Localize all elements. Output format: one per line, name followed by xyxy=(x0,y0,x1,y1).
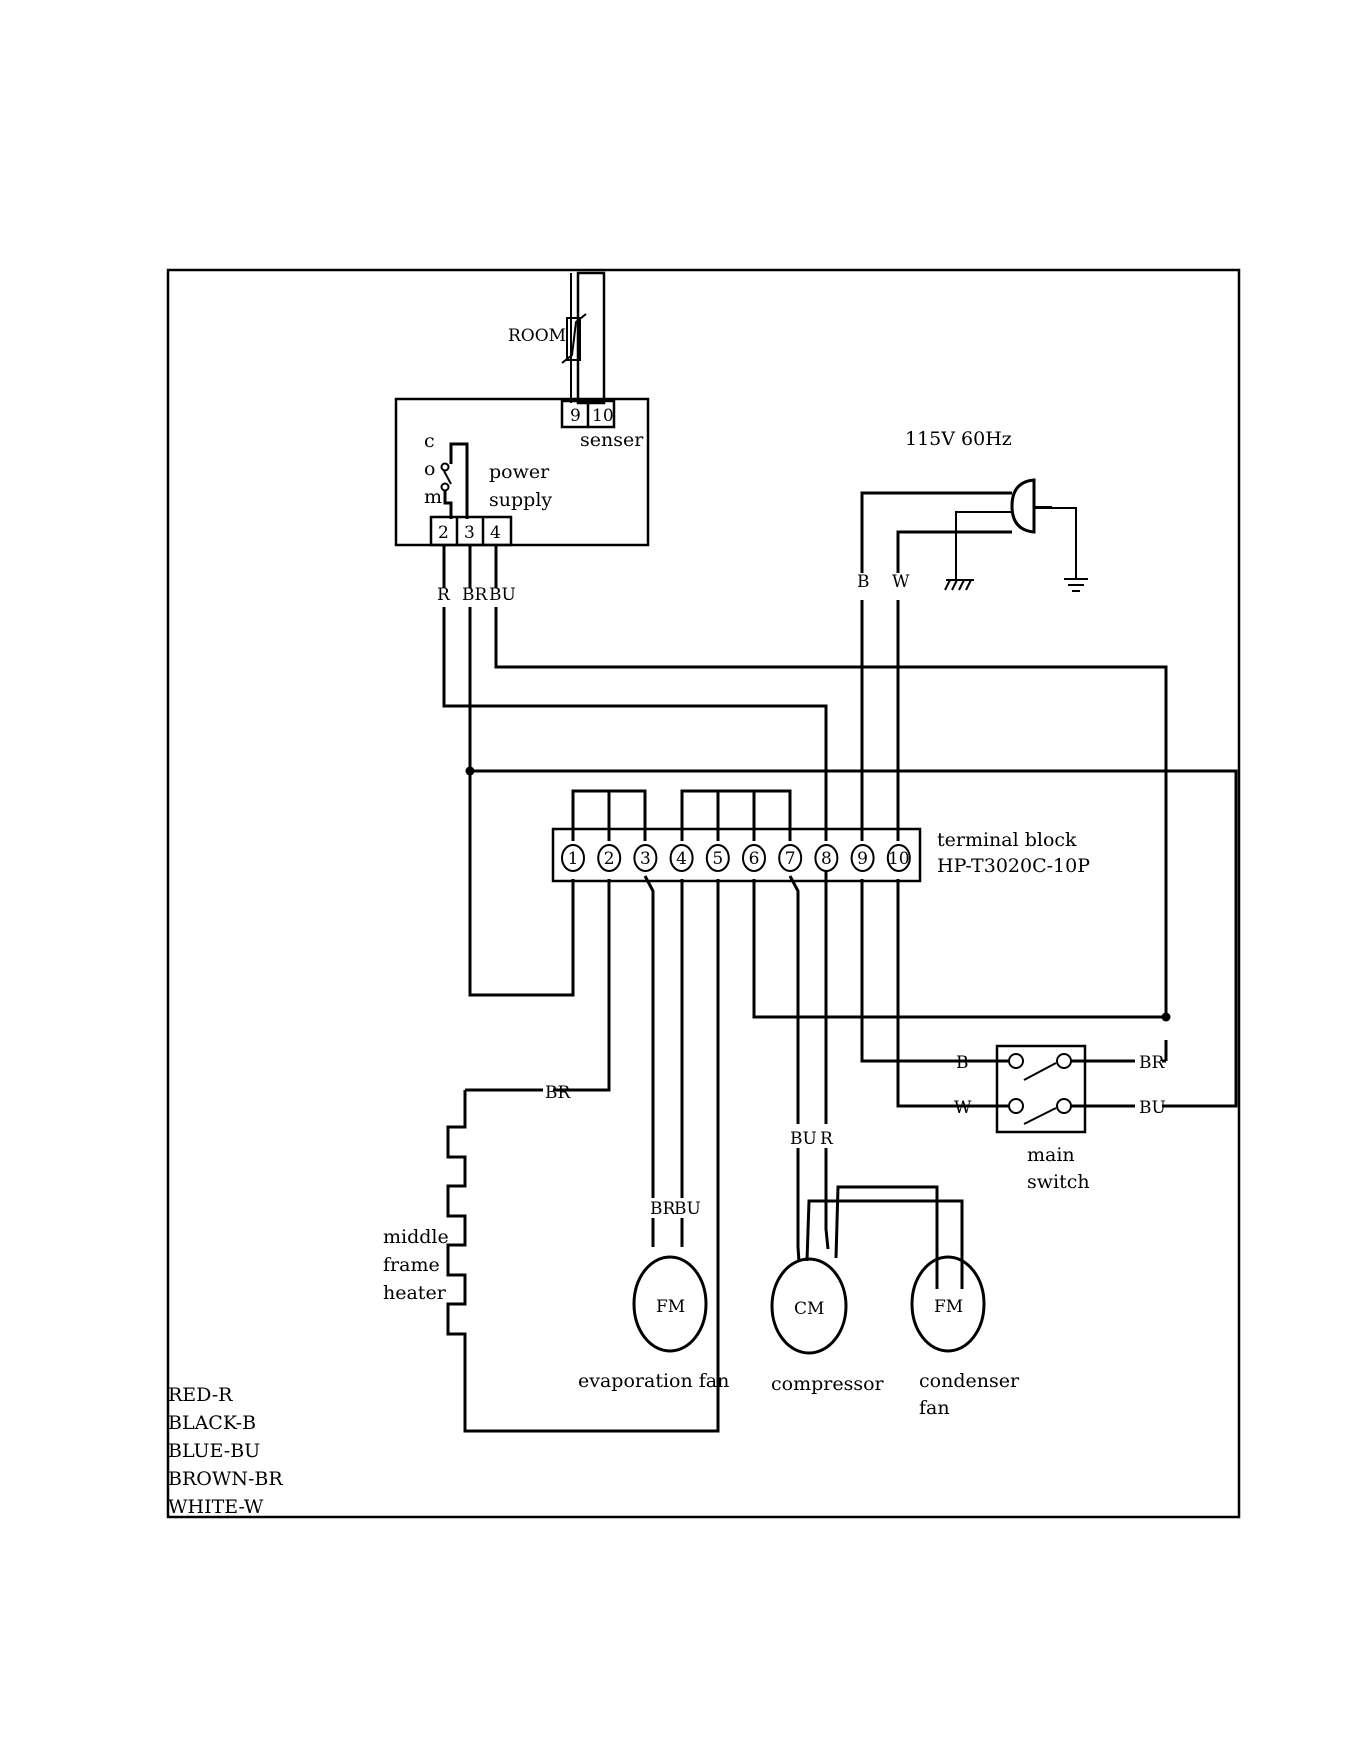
controller-box: 9 10 senser c o m power supply 2 3 4 xyxy=(396,399,648,545)
compressor-wire-label-r: R xyxy=(820,1129,834,1149)
condenser-fan-label-1: condenser xyxy=(919,1370,1020,1392)
legend-item-brown: BROWN-BR xyxy=(168,1468,283,1490)
switch-input-b: B xyxy=(956,1053,969,1073)
color-legend: RED-R BLACK-B BLUE-BU BROWN-BR WHITE-W xyxy=(168,1384,283,1518)
legend-item-white: WHITE-W xyxy=(168,1496,264,1518)
compressor-wire-label-bu: BU xyxy=(790,1129,817,1149)
compressor-symbol: CM xyxy=(794,1299,824,1319)
heater-wire-label: BR xyxy=(545,1083,571,1103)
main-switch: B W BR BU main switch xyxy=(954,1046,1166,1193)
terminal-number-1: 1 xyxy=(568,849,579,869)
controller-terminal-4: 4 xyxy=(490,523,501,543)
terminal-number-3: 3 xyxy=(640,849,651,869)
terminal-number-9: 9 xyxy=(857,849,868,869)
evap-fan-label: evaporation fan xyxy=(578,1370,729,1392)
terminal-block-label-2: HP-T3020C-10P xyxy=(937,855,1090,877)
terminal-number-6: 6 xyxy=(749,849,760,869)
heater-label-3: heater xyxy=(383,1282,447,1304)
switch-input-w: W xyxy=(954,1098,972,1118)
terminal-block: 1 2 3 4 5 6 7 8 9 10 terminal block HP-T3020C-10P xyxy=(553,829,1090,881)
evap-wire-label-br: BR xyxy=(650,1199,676,1219)
switch-output-br: BR xyxy=(1139,1053,1165,1073)
terminal-block-label-1: terminal block xyxy=(937,829,1077,851)
com-letter-c: c xyxy=(424,430,435,452)
condenser-fan: FM condenser fan xyxy=(912,1257,1020,1419)
condenser-fan-symbol: FM xyxy=(934,1297,963,1317)
terminal-number-7: 7 xyxy=(785,849,796,869)
legend-item-blue: BLUE-BU xyxy=(168,1440,260,1462)
wire-label-br: BR xyxy=(462,585,488,605)
room-label: ROOM xyxy=(508,326,566,346)
power-supply-line-1: power xyxy=(489,461,550,483)
compressor-label: compressor xyxy=(771,1373,885,1395)
earth-ground-icon xyxy=(1064,579,1088,591)
main-switch-label-2: switch xyxy=(1027,1171,1090,1193)
controller-terminal-2: 2 xyxy=(438,523,449,543)
chassis-ground-icon xyxy=(945,580,974,590)
terminal-number-4: 4 xyxy=(676,849,687,869)
terminal-number-8: 8 xyxy=(821,849,832,869)
supply-label: 115V 60Hz xyxy=(905,428,1012,450)
middle-frame-heater: BR middle frame heater xyxy=(383,1083,571,1355)
com-letter-o: o xyxy=(424,458,435,480)
relay-contact xyxy=(442,444,468,519)
terminal-numbers: 1 2 3 4 5 6 7 8 9 10 xyxy=(562,845,910,871)
room-sensor: ROOM xyxy=(508,273,604,403)
compressor: BU R CM compressor xyxy=(771,1129,885,1395)
sensor-terminal-9: 9 xyxy=(570,406,581,426)
power-supply-line-2: supply xyxy=(489,489,552,511)
legend-item-black: BLACK-B xyxy=(168,1412,256,1434)
terminal-number-5: 5 xyxy=(712,849,723,869)
sensor-label: senser xyxy=(580,429,644,451)
power-plug: 115V 60Hz B W xyxy=(857,428,1088,592)
com-letter-m: m xyxy=(424,486,442,508)
evap-fan-symbol: FM xyxy=(656,1297,685,1317)
terminal-number-2: 2 xyxy=(604,849,615,869)
supply-wire-label-w: W xyxy=(892,572,910,592)
heater-label-2: frame xyxy=(383,1254,440,1276)
switch-output-bu: BU xyxy=(1139,1098,1166,1118)
wire-label-bu: BU xyxy=(489,585,516,605)
condenser-fan-label-2: fan xyxy=(919,1397,950,1419)
legend-item-red: RED-R xyxy=(168,1384,233,1406)
evap-wire-label-bu: BU xyxy=(674,1199,701,1219)
main-switch-label-1: main xyxy=(1027,1144,1075,1166)
terminal-number-10: 10 xyxy=(888,849,910,869)
diagram-frame xyxy=(168,270,1239,1517)
wiring xyxy=(444,545,1236,1431)
supply-wire-label-b: B xyxy=(857,572,870,592)
sensor-terminal-10: 10 xyxy=(592,406,614,426)
heater-label-1: middle xyxy=(383,1226,449,1248)
controller-terminal-3: 3 xyxy=(464,523,475,543)
